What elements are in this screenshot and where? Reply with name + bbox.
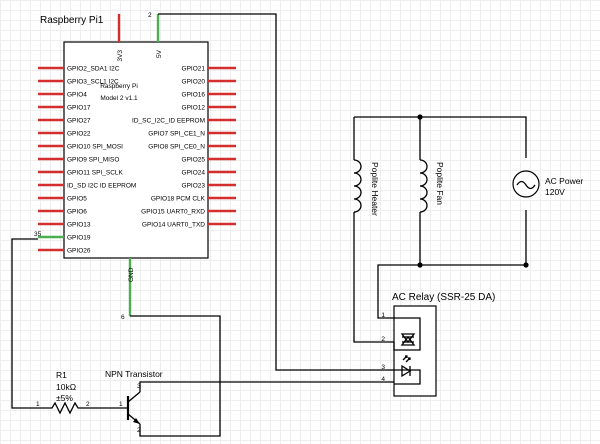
pin-label: GPIO20 xyxy=(182,79,206,86)
pin-gnd-label: GND xyxy=(128,267,135,282)
board-body[interactable] xyxy=(63,41,209,259)
resistor-icon xyxy=(42,401,82,415)
transistor-pin1: 1 xyxy=(119,401,123,408)
wire-gpio19-to-resistor xyxy=(11,238,42,409)
pin-label: GPIO26 xyxy=(67,248,91,255)
pin-label: GPIO7 SPI_CE1_N xyxy=(148,131,205,138)
pin-label: GPIO24 xyxy=(182,170,206,177)
pin-label: GPIO11 SPI_SCLK xyxy=(67,170,124,177)
fan-label: Poplite Fan xyxy=(435,162,445,205)
pin-5v-label: 5V xyxy=(156,49,163,58)
resistor-r1[interactable]: R1 10kΩ ±5% 1 2 xyxy=(36,370,90,415)
pin-3v3-label: 3V3 xyxy=(117,50,124,62)
led-icon xyxy=(401,364,412,378)
resistor-value: 10kΩ xyxy=(56,382,76,392)
relay-pin-4-number: 4 xyxy=(381,376,385,383)
poplite-fan[interactable]: Poplite Fan xyxy=(419,159,445,213)
pin-label: GPIO3_SCL1 I2C xyxy=(67,79,119,86)
board-model-line2: Model 2 v1.1 xyxy=(100,95,138,102)
pin-label: GPIO10 SPI_MOSI xyxy=(67,144,123,151)
pin-label: GPIO8 SPI_CE0_N xyxy=(148,144,205,151)
transistor-title: NPN Transistor xyxy=(105,369,163,379)
ac-power-source[interactable]: AC Power 120V xyxy=(512,170,583,198)
triac-diode-icon xyxy=(400,335,416,346)
fan-coil-icon xyxy=(419,159,428,213)
pin-label: GPIO9 SPI_MISO xyxy=(67,157,119,164)
pin-label: GPIO12 xyxy=(182,105,206,112)
pin-label: GPIO2_SDA1 I2C xyxy=(67,66,120,73)
junction-dot xyxy=(417,114,423,120)
pin-label: GPIO27 xyxy=(67,118,91,125)
light-arrows-icon xyxy=(402,355,411,363)
relay-pin-1-number: 1 xyxy=(381,312,385,319)
pin-label: ID_SC_I2C_ID EEPROM xyxy=(132,118,205,125)
relay-switch-path xyxy=(393,317,421,351)
pin-gnd-number: 6 xyxy=(121,314,125,321)
junction-dot xyxy=(417,262,423,268)
pin-5v-number: 2 xyxy=(148,12,152,19)
pin-label: GPIO23 xyxy=(182,183,206,190)
poplite-heater[interactable]: Poplite Heater xyxy=(353,159,380,216)
npn-transistor[interactable]: NPN Transistor 1 2 3 xyxy=(105,369,163,434)
ac-relay[interactable]: AC Relay (SSR-25 DA) 1 2 3 4 xyxy=(381,292,495,397)
pin-label: GPIO5 xyxy=(67,196,87,203)
relay-title: AC Relay (SSR-25 DA) xyxy=(392,292,495,303)
heater-coil-icon xyxy=(353,159,362,213)
pin-label: GPIO6 xyxy=(67,209,87,216)
emitter-arrow-icon xyxy=(133,418,140,424)
resistor-pin2: 2 xyxy=(86,401,90,408)
pin-label: GPIO21 xyxy=(182,66,206,73)
board-title: Raspberry Pi1 xyxy=(40,15,104,26)
pin-label: GPIO4 xyxy=(67,92,87,99)
transistor-collector-leg xyxy=(127,391,141,403)
sine-wave-icon xyxy=(516,180,536,190)
board-model-line1: Raspberry Pi xyxy=(100,83,138,90)
wire-ac-bottom-rail xyxy=(377,210,527,319)
wire-collector-to-relay xyxy=(139,381,388,389)
pin-label: GPIO14 UART0_TXD xyxy=(142,222,205,229)
resistor-name: R1 xyxy=(56,370,67,380)
pin-label: GPIO25 xyxy=(182,157,206,164)
ac-label-line1: AC Power xyxy=(545,176,583,186)
wire-heater-to-relay xyxy=(353,212,388,343)
relay-pin-3-number: 3 xyxy=(381,364,385,371)
transistor-pin3: 3 xyxy=(137,383,141,390)
junction-dot xyxy=(523,262,529,268)
relay-body[interactable] xyxy=(393,305,437,397)
pin-label: GPIO22 xyxy=(67,131,91,138)
pin-gpio19-number: 35 xyxy=(34,231,42,238)
pin-label: GPIO15 UART0_RXD xyxy=(141,209,205,216)
wire-ac-top-rail xyxy=(354,116,527,158)
pin-label: GPIO16 xyxy=(182,92,206,99)
relay-pin-2-number: 2 xyxy=(381,336,385,343)
relay-led-path xyxy=(394,369,421,385)
wire-gnd-to-transistor xyxy=(130,315,221,437)
pin-label: GPIO13 xyxy=(67,222,91,229)
ac-label-line2: 120V xyxy=(545,187,565,197)
wire-5v-to-relay xyxy=(158,13,388,371)
pin-label: GPIO17 xyxy=(67,105,91,112)
triac-diode-icon xyxy=(400,333,416,344)
pin-label: GPIO18 PCM CLK xyxy=(151,196,206,203)
heater-label: Poplite Heater xyxy=(370,162,380,216)
resistor-pin1: 1 xyxy=(36,401,40,408)
wires xyxy=(11,13,529,437)
raspberry-pi-board[interactable]: Raspberry Pi1 Raspberry Pi Model 2 v1.1 … xyxy=(34,12,236,321)
transistor-pin2: 2 xyxy=(137,427,141,434)
pin-label: GPIO19 xyxy=(67,235,91,242)
pin-label: ID_SD I2C ID EEPROM xyxy=(67,183,136,190)
left-pin-group: GPIO2_SDA1 I2C GPIO3_SCL1 I2C GPIO4GPIO17G… xyxy=(38,66,136,255)
resistor-tolerance: ±5% xyxy=(56,393,73,403)
